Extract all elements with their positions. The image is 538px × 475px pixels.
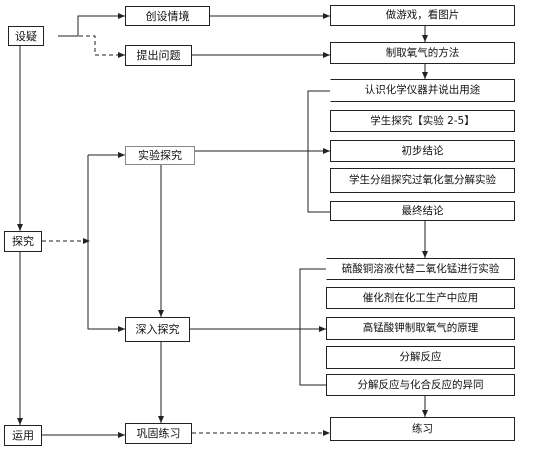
- step-game-pictures: 做游戏，看图片: [330, 5, 515, 26]
- step-exercise: 练习: [330, 417, 515, 441]
- activity-consolidate: 巩固练习: [125, 423, 192, 444]
- step-group-h2o2: 学生分组探究过氧化氢分解实验: [330, 168, 515, 193]
- step-decomposition: 分解反应: [326, 346, 515, 369]
- phase-apply: 运用: [4, 425, 42, 446]
- connector-explore-branch: [87, 155, 125, 332]
- connector-setup-to-raise-question: [58, 35, 125, 58]
- step-oxygen-methods: 制取氧气的方法: [330, 42, 515, 64]
- connector-deep-bracket: [299, 268, 326, 386]
- connector-steps-bracket: [307, 90, 330, 213]
- connector-setup-to-create-scene: [58, 13, 125, 37]
- activity-deep-inquiry: 深入探究: [125, 317, 190, 342]
- step-initial-conclusion: 初步结论: [330, 140, 515, 162]
- step-final-conclusion: 最终结论: [330, 201, 515, 221]
- step-know-instruments: 认识化学仪器并说出用途: [330, 79, 515, 102]
- step-student-inquiry: 学生探究【实验 2-5】: [330, 110, 515, 132]
- step-catalyst-industry: 催化剂在化工生产中应用: [326, 287, 515, 309]
- step-kmno4-principle: 高锰酸钾制取氧气的原理: [326, 317, 515, 340]
- step-cuso4-replace: 硫酸铜溶液代替二氧化锰进行实验: [326, 258, 515, 280]
- phase-explore: 探究: [4, 231, 42, 252]
- activity-experiment-inquiry: 实验探究: [125, 146, 195, 165]
- step-decomp-vs-combination: 分解反应与化合反应的异同: [326, 374, 515, 396]
- activity-create-scene: 创设情境: [125, 6, 210, 26]
- phase-setup: 设疑: [8, 26, 44, 46]
- activity-raise-question: 提出问题: [125, 45, 192, 66]
